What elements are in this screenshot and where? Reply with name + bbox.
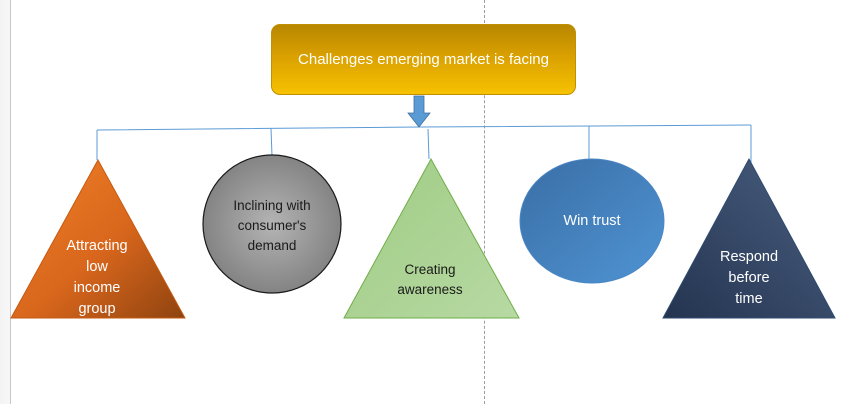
label-line: group bbox=[78, 301, 116, 317]
ellipse-win-trust[interactable] bbox=[519, 158, 665, 284]
down-arrow-icon[interactable] bbox=[407, 95, 431, 128]
label-inclining-with-consumers-demand: Inclining with consumer's demand bbox=[212, 194, 332, 258]
label-line: consumer's bbox=[237, 218, 307, 233]
label-respond-before-time: Respond before time bbox=[699, 246, 799, 310]
label-line: Respond bbox=[719, 248, 779, 265]
label-line: time bbox=[735, 290, 763, 307]
label-line: demand bbox=[247, 238, 297, 253]
label-attracting-low-income-group: Attracting low income group bbox=[47, 236, 147, 320]
label-line: awareness bbox=[397, 282, 463, 297]
label-line: low bbox=[86, 259, 108, 275]
circle-inclining-with-consumers-demand[interactable] bbox=[202, 154, 342, 294]
connector-creating bbox=[427, 128, 430, 160]
label-line: before bbox=[728, 269, 770, 286]
label-win-trust: Win trust bbox=[540, 210, 644, 232]
label-line: Win trust bbox=[563, 212, 621, 229]
label-line: Inclining with bbox=[233, 198, 311, 213]
connector-inclining bbox=[270, 127, 273, 157]
connector-bus-line bbox=[96, 124, 752, 131]
triangle-creating-awareness[interactable] bbox=[343, 157, 520, 319]
label-line: income bbox=[73, 280, 121, 296]
label-creating-awareness: Creating awareness bbox=[380, 258, 480, 302]
label-line: Attracting bbox=[66, 238, 128, 254]
page-left-margin bbox=[0, 0, 11, 404]
triangle-attracting-low-income-group[interactable] bbox=[10, 158, 186, 319]
title-text: Challenges emerging market is facing bbox=[298, 51, 549, 68]
label-line: Creating bbox=[404, 262, 456, 277]
page-boundary-guide bbox=[484, 0, 485, 404]
title-box[interactable]: Challenges emerging market is facing bbox=[271, 24, 576, 95]
triangle-respond-before-time[interactable] bbox=[662, 157, 836, 319]
